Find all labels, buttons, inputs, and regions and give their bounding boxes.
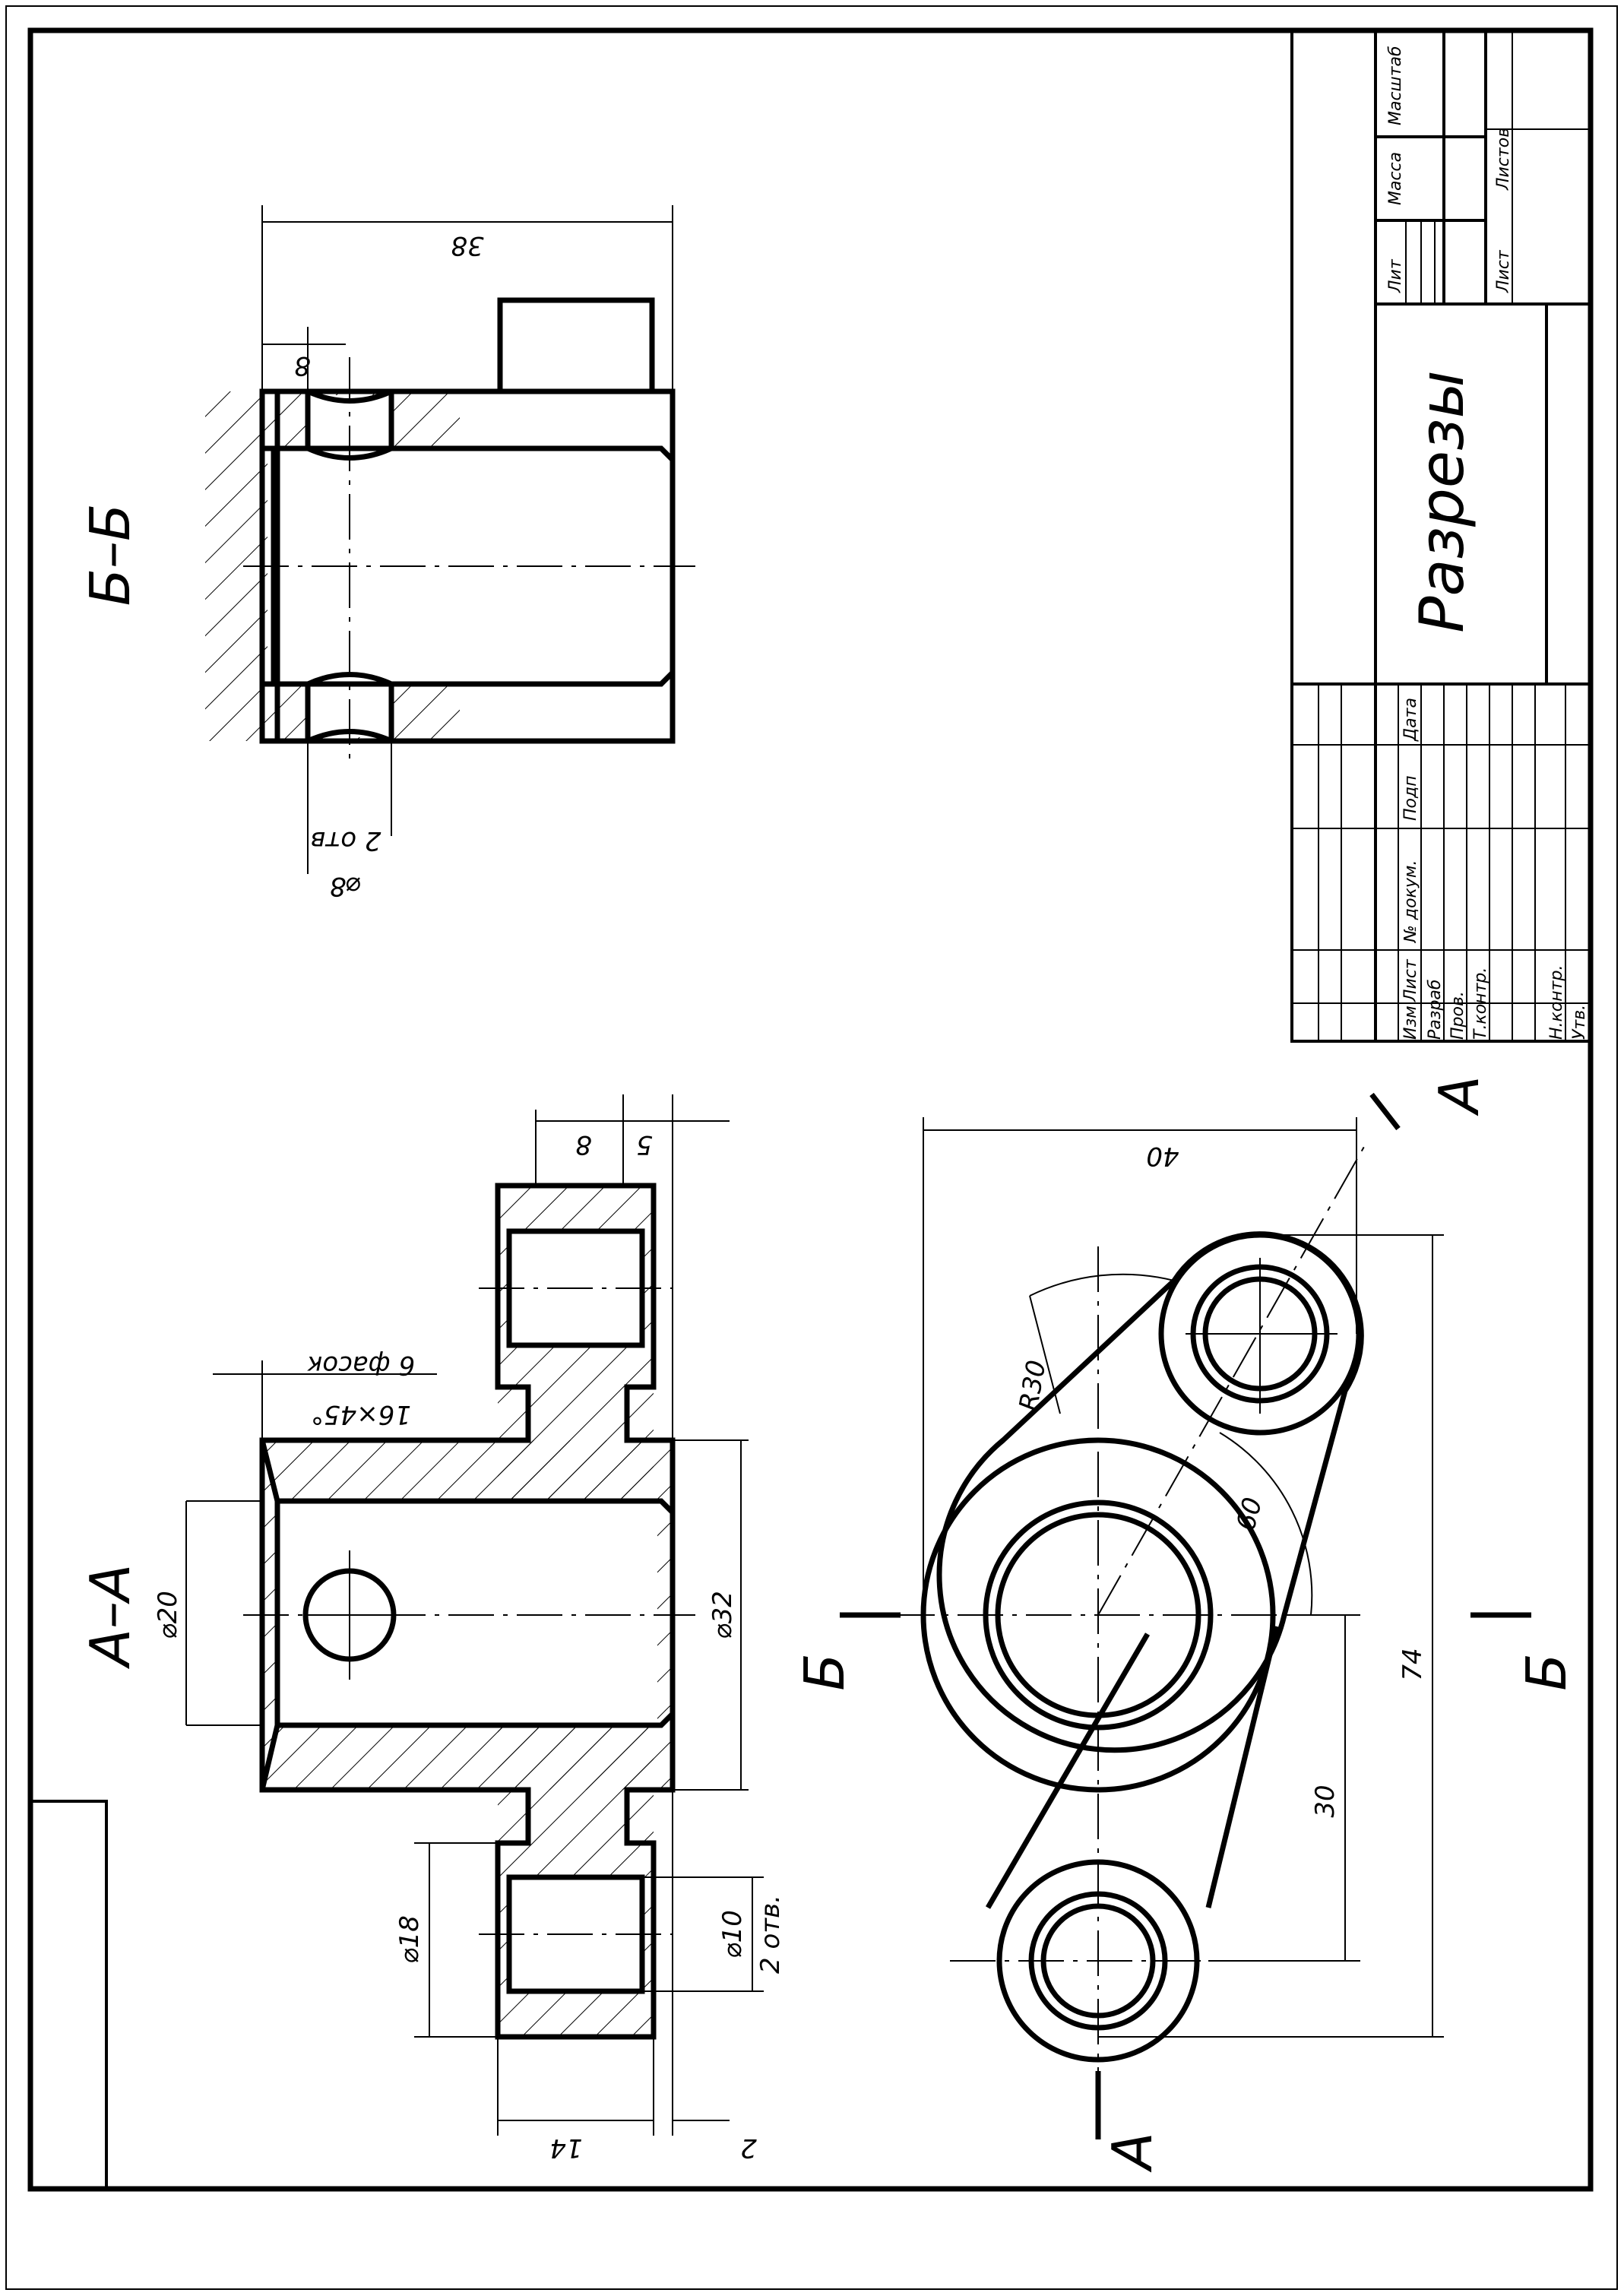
plan-spacing-dim: 30 [1310, 1785, 1341, 1817]
tb-prov: Пров. [1448, 991, 1467, 1040]
plan-radius-dim: R30 [1014, 1358, 1053, 1414]
section-aa [185, 1094, 764, 2136]
tb-mass: Масса [1386, 152, 1405, 205]
tb-doc: № докум. [1401, 860, 1420, 943]
aa-outer-dim: ⌀32 [708, 1591, 738, 1639]
plan-length-dim: 74 [1398, 1648, 1428, 1680]
cut-label-b-left: Б [793, 1653, 856, 1690]
cut-label-b-right: Б [1515, 1653, 1578, 1690]
tb-scale: Масштаб [1386, 46, 1405, 125]
tb-list: Лист [1401, 958, 1420, 1002]
aa-hole-count: 2 отв. [755, 1895, 786, 1974]
aa-width-8: 8 [575, 1129, 592, 1160]
plan-width-dim: 40 [1146, 1141, 1179, 1171]
tb-sheets: Листов [1494, 128, 1513, 191]
aa-boss-h: 14 [549, 2133, 582, 2163]
bb-length-dim: 38 [451, 230, 483, 261]
tb-utv: Утв. [1570, 1005, 1589, 1040]
tb-sheet: Лист [1494, 249, 1513, 293]
cut-label-a-top: А [1427, 1075, 1491, 1116]
aa-chamfer-count: 6 фасок [306, 1350, 415, 1380]
aa-hole-dim: ⌀10 [717, 1910, 748, 1959]
bb-hole-dia: ⌀8 [330, 871, 362, 901]
plan-view [840, 1092, 1531, 2139]
title-block [1290, 29, 1592, 1043]
section-bb [205, 205, 695, 874]
corner-stamp [29, 1800, 108, 2190]
section-bb-label: Б–Б [78, 504, 142, 606]
tb-tkontr: Т.контр. [1471, 967, 1490, 1040]
bb-groove-dim: 8 [294, 350, 311, 381]
tb-date: Дата [1401, 698, 1420, 742]
tb-izm: Изм [1401, 1005, 1420, 1040]
aa-offset: 2 [740, 2133, 757, 2163]
sheet-title: Разрезы [1407, 370, 1477, 633]
tb-sign: Подп [1401, 775, 1420, 821]
aa-width-5: 5 [636, 1129, 653, 1160]
bb-hole-count: 2 отв [310, 825, 381, 856]
outer-border [5, 5, 1618, 2290]
frame-border [27, 27, 1594, 2192]
aa-chamfer: 16×45° [311, 1399, 411, 1430]
tb-razrab: Разраб [1426, 980, 1445, 1040]
tb-lit: Лит [1386, 258, 1405, 293]
aa-boss-dim: ⌀18 [394, 1915, 425, 1964]
aa-bore-dim: ⌀20 [153, 1591, 183, 1639]
plan-angle-dim: 60 [1230, 1494, 1268, 1534]
cut-label-a-bottom: А [1100, 2132, 1164, 2172]
tb-nkontr: Н.контр. [1547, 965, 1566, 1040]
section-aa-label: А–А [78, 1564, 142, 1670]
